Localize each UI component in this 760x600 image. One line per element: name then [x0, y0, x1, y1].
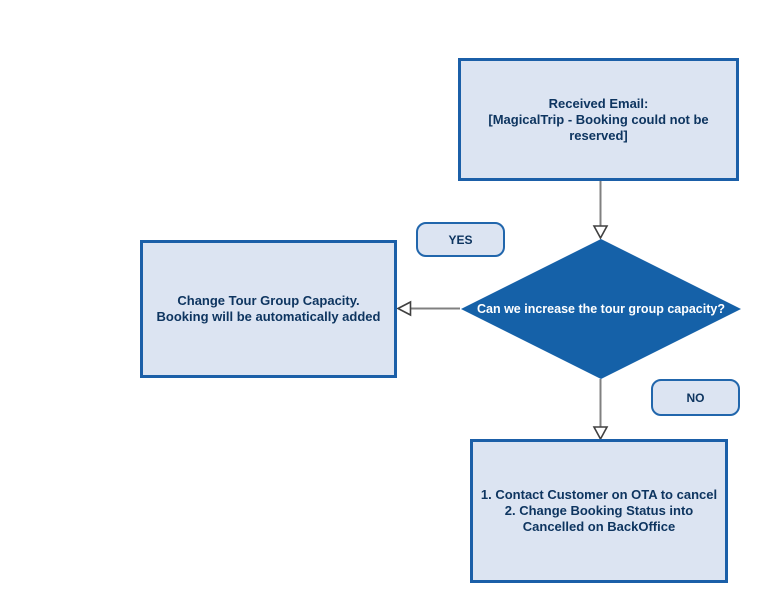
decision-question-text: Can we increase the tour group capacity?: [477, 302, 725, 316]
node-cancel-steps: 1. Contact Customer on OTA to cancel 2. …: [470, 439, 728, 583]
node-received-email-text: Received Email: [MagicalTrip - Booking c…: [488, 95, 709, 143]
label-no-text: NO: [686, 390, 705, 405]
node-change-capacity: Change Tour Group Capacity. Booking will…: [140, 240, 397, 378]
label-no: NO: [651, 379, 740, 416]
arrow-left-icon: [396, 300, 412, 317]
label-yes: YES: [416, 222, 505, 257]
decision-diamond: [461, 239, 741, 379]
node-change-capacity-text: Change Tour Group Capacity. Booking will…: [156, 293, 381, 324]
label-yes-text: YES: [448, 232, 473, 247]
arrow-down-icon: [592, 225, 609, 240]
arrow-down-icon: [592, 426, 609, 441]
node-cancel-steps-text: 1. Contact Customer on OTA to cancel 2. …: [480, 487, 718, 534]
node-received-email: Received Email: [MagicalTrip - Booking c…: [458, 58, 739, 181]
